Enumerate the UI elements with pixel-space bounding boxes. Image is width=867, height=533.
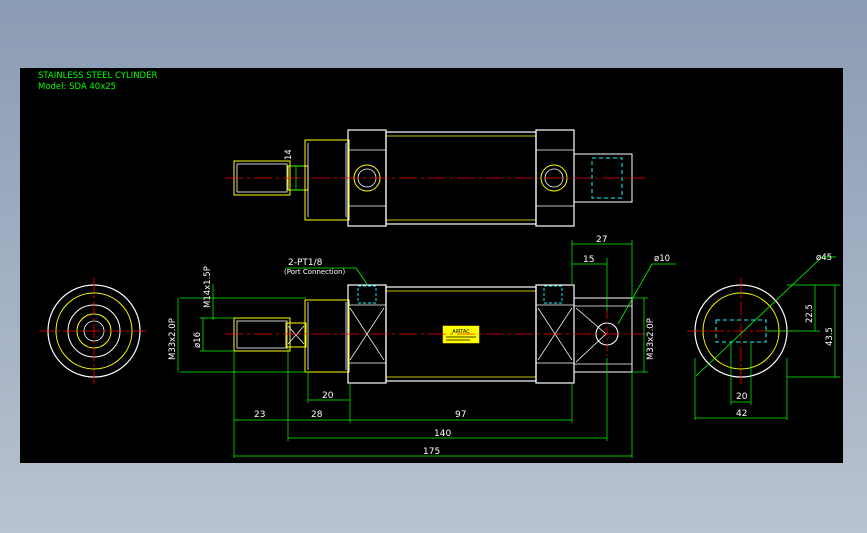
dim-27: 27 — [596, 235, 607, 245]
right-end-view: ø45 22.5 43.5 20 42 — [687, 253, 840, 420]
dim-14: 14 — [284, 149, 294, 160]
front-view: AIRTAC — [225, 284, 645, 384]
top-front-collar — [304, 139, 350, 221]
dim-20-right: 20 — [736, 392, 748, 402]
front-dimensions: 2-PT1/8 (Port Connection) M33x2.0P ø16 M… — [168, 235, 676, 458]
dim-140: 140 — [434, 429, 451, 439]
front-clevis — [573, 297, 633, 373]
top-clevis-hidden — [591, 157, 623, 199]
dim-15: 15 — [583, 255, 594, 265]
dim-97: 97 — [455, 410, 466, 420]
dim-23: 23 — [254, 410, 265, 420]
dim-m33-right: M33x2.0P — [646, 318, 656, 360]
cad-viewport[interactable]: STAINLESS STEEL CYLINDER Model: SDA 40x2… — [20, 68, 843, 463]
drawing-title: STAINLESS STEEL CYLINDER — [38, 71, 157, 81]
left-end-view — [40, 278, 148, 386]
dim-175: 175 — [423, 447, 440, 457]
dim-28: 28 — [311, 410, 323, 420]
dim-dia10: ø10 — [654, 254, 670, 264]
brand-plate — [442, 325, 480, 344]
port-callout: 2-PT1/8 — [288, 258, 323, 268]
brand-plate-text: AIRTAC — [452, 329, 470, 335]
front-rod — [233, 317, 291, 352]
dim-22-5: 22.5 — [805, 304, 815, 323]
drawing-model: Model: SDA 40x25 — [38, 82, 116, 92]
dim-m14: M14x1.5P — [203, 266, 213, 308]
dim-dia45: ø45 — [816, 253, 832, 263]
front-hex — [285, 322, 307, 348]
front-port-right-hidden — [543, 285, 563, 304]
dim-43-5: 43.5 — [825, 327, 835, 346]
dim-m33-left: M33x2.0P — [168, 318, 178, 360]
dim-dia16: ø16 — [193, 332, 203, 348]
dim-20-left: 20 — [322, 391, 334, 401]
top-view: 14 — [225, 129, 645, 227]
drawing-canvas: STAINLESS STEEL CYLINDER Model: SDA 40x2… — [38, 71, 840, 458]
port-callout-note: (Port Connection) — [284, 268, 345, 276]
front-port-left-hidden — [357, 285, 377, 304]
front-collar — [304, 299, 350, 373]
dim-42: 42 — [736, 409, 747, 419]
